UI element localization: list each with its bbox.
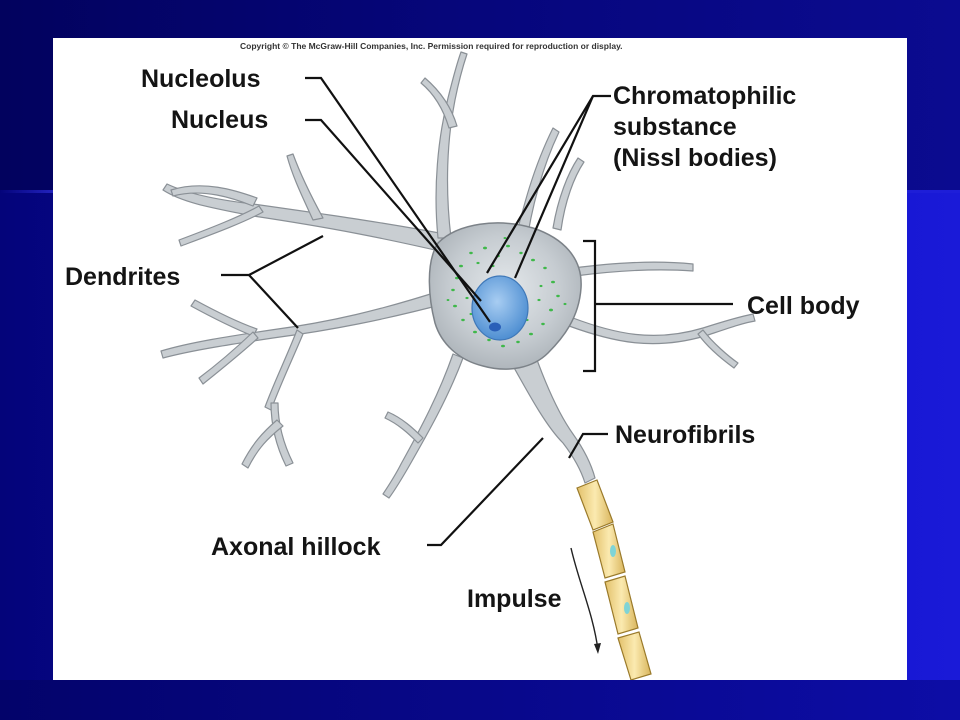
nucleolus-leader — [305, 76, 491, 323]
impulse-arrow — [570, 547, 601, 654]
chromatophilic-leader-2 — [513, 95, 595, 279]
label-chromatophilic-line1: Chromatophilic — [613, 82, 796, 110]
label-impulse: Impulse — [467, 585, 562, 613]
cell-body-bracket — [583, 239, 733, 373]
neuron-diagram: Copyright © The McGraw-Hill Companies, I… — [65, 41, 860, 680]
label-neurofibrils: Neurofibrils — [615, 421, 755, 449]
label-nucleus: Nucleus — [171, 106, 268, 134]
label-dendrites: Dendrites — [65, 263, 180, 291]
neurofibrils-leader — [568, 432, 608, 459]
label-nucleolus: Nucleolus — [141, 65, 260, 93]
axonal-hillock-leader — [427, 437, 544, 547]
dendrites-leader-1 — [221, 235, 324, 277]
nucleolus-shape — [489, 322, 501, 332]
label-chromatophilic-line3: (Nissl bodies) — [613, 144, 777, 172]
diagram-panel: Copyright © The McGraw-Hill Companies, I… — [53, 38, 907, 680]
label-axonal-hillock: Axonal hillock — [211, 533, 381, 561]
myelin-sheath — [576, 479, 652, 680]
nucleus-leader — [305, 118, 482, 302]
leader-lines — [221, 76, 611, 547]
label-chromatophilic-line2: substance — [613, 113, 737, 141]
copyright-notice: Copyright © The McGraw-Hill Companies, I… — [240, 41, 623, 51]
dendrites-leader-2 — [248, 274, 299, 329]
nucleus-shape — [471, 275, 529, 341]
label-cell-body: Cell body — [747, 292, 860, 320]
slide-bottom-band — [0, 680, 960, 720]
